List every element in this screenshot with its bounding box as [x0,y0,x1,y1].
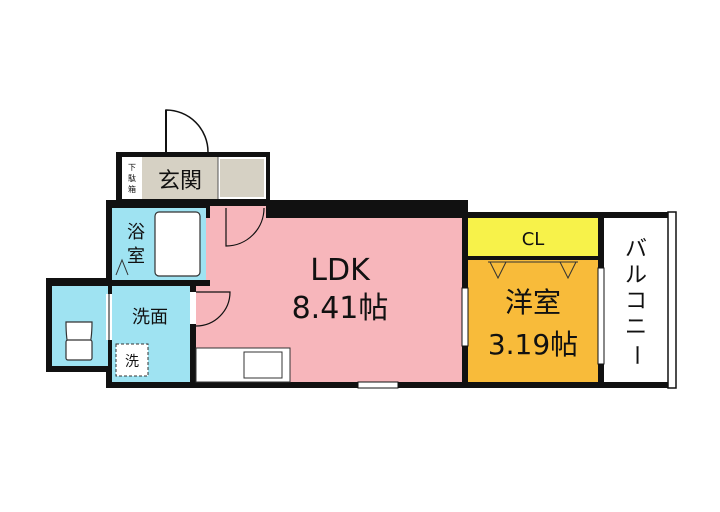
ldk-entry-floor [210,206,266,220]
balcony-label-4: ニ [625,315,647,340]
closet-label: CL [522,229,545,250]
balcony-label-1: バ [625,237,647,262]
closet-door-left [489,261,507,280]
closet-western-wall [468,256,598,260]
entrance-door-swing [165,109,209,153]
western-area: 3.19帖 [488,328,578,361]
wash-ldk-wall [190,286,196,382]
wash-ldk-doorway [190,292,196,324]
balcony-label-3: コ [625,289,647,314]
closet-door-right [559,261,577,280]
entrance-floor [142,157,218,199]
ldk-window [357,381,399,389]
bath-door-mark [115,258,129,276]
balcony-label-5: ー [623,344,648,366]
bath-label-2: 室 [127,246,145,267]
ldk-door-swing [225,207,265,247]
entrance-step-area [220,159,264,197]
entrance-label: 玄関 [158,169,202,194]
shoe-box-area [122,157,142,199]
shoe-box-label-3: 箱 [128,184,136,194]
washroom-label: 洗面 [132,307,168,328]
shoe-box-label-2: 駄 [128,173,136,183]
washer-space [115,343,149,377]
ldk-label: LDK [310,253,371,288]
washer-label: 洗 [125,354,139,370]
ldk-area: 8.41帖 [292,291,389,326]
bath-label-1: 浴 [127,222,145,243]
closet-floor [468,218,598,256]
kitchen-sink [243,351,283,379]
western-floor [468,260,598,382]
bathtub [154,211,201,277]
shoe-box-label-1: 下 [128,163,136,172]
balcony-window [597,267,605,365]
balcony-label-2: ル [625,263,647,288]
toilet-tank [65,339,93,361]
balcony-top-rail [600,212,676,218]
balcony-bottom-rail [600,382,676,388]
western-label: 洋室 [505,286,561,319]
western-sliding-door [461,287,469,347]
balcony-outer-rail [667,211,677,389]
bath-wash-wall [106,280,210,286]
wash-door-swing [195,291,231,327]
